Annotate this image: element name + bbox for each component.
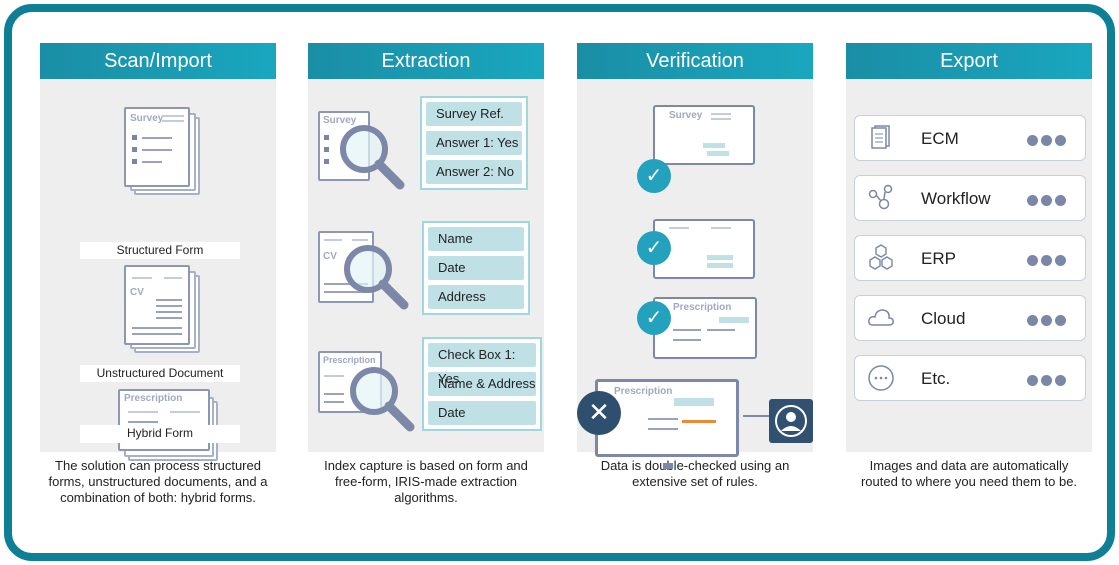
monitor-stand xyxy=(663,463,673,469)
column-panel: Survey Structured Form CV xyxy=(40,79,276,461)
column-title: Export xyxy=(846,43,1092,79)
doc-title: Prescription xyxy=(614,386,673,397)
more-icon[interactable] xyxy=(1027,133,1069,146)
ellipsis-icon xyxy=(868,365,894,391)
magnifier-icon xyxy=(344,245,409,310)
export-item-etc[interactable]: Etc. xyxy=(854,355,1086,401)
column-panel: Survey Survey Ref. Answer 1: Yes Answer … xyxy=(308,79,544,452)
column-description: The solution can process structured form… xyxy=(48,458,268,505)
doc-title: Prescription xyxy=(323,355,376,365)
verified-card-survey: Survey xyxy=(653,105,755,165)
doc-title: Prescription xyxy=(124,393,183,404)
check-icon: ✓ xyxy=(637,301,671,335)
cloud-icon xyxy=(868,309,894,326)
column-description: Images and data are automatically routed… xyxy=(860,458,1078,489)
doc-title: Survey xyxy=(130,113,164,124)
doc-label-structured: Structured Form xyxy=(80,242,240,259)
field-item: Date xyxy=(428,401,536,425)
magnifier-icon xyxy=(340,125,405,190)
export-item-cloud[interactable]: Cloud xyxy=(854,295,1086,341)
field-item: Name & Address xyxy=(428,372,536,396)
column-verification: Verification Survey ✓ ✓ Prescription ✓ P xyxy=(577,43,813,490)
field-item: Survey Ref. xyxy=(426,102,522,126)
column-extraction: Extraction Survey Survey Ref. Answer 1: … xyxy=(308,43,544,506)
workflow-icon xyxy=(868,184,893,210)
x-icon: ✕ xyxy=(577,391,621,435)
doc-title: Survey xyxy=(669,110,703,121)
export-label: ECM xyxy=(921,129,959,148)
column-export: Export ECM Workflow xyxy=(846,43,1092,490)
export-label: Cloud xyxy=(921,309,966,328)
field-item: Address xyxy=(428,285,524,309)
export-label: Workflow xyxy=(921,189,991,208)
column-title: Verification xyxy=(577,43,813,79)
verified-card-prescription: Prescription xyxy=(653,297,757,359)
check-icon: ✓ xyxy=(637,231,671,265)
documents-icon xyxy=(871,125,890,149)
doc-title: Prescription xyxy=(673,302,732,313)
check-icon: ✓ xyxy=(637,159,671,193)
doc-title: CV xyxy=(323,251,337,262)
more-icon[interactable] xyxy=(1027,193,1069,206)
doc-title: Survey xyxy=(323,115,357,126)
doc-label-hybrid: Hybrid Form xyxy=(80,425,240,443)
more-icon[interactable] xyxy=(1027,373,1069,386)
doc-label-unstructured: Unstructured Document xyxy=(80,365,240,382)
user-avatar-icon xyxy=(769,399,813,443)
field-item: Check Box 1: Yes xyxy=(428,343,536,386)
export-label: ERP xyxy=(921,249,956,268)
column-description: Data is double-checked using an extensiv… xyxy=(600,458,790,489)
export-item-erp[interactable]: ERP xyxy=(854,235,1086,281)
column-panel: Survey ✓ ✓ Prescription ✓ Prescription xyxy=(577,79,813,469)
field-item: Answer 2: No xyxy=(426,160,522,184)
doc-title: CV xyxy=(130,287,144,298)
column-title: Scan/Import xyxy=(40,43,276,79)
more-icon[interactable] xyxy=(1027,253,1069,266)
magnifier-icon xyxy=(350,367,415,432)
export-item-ecm[interactable]: ECM xyxy=(854,115,1086,161)
column-description: Index capture is based on form and free-… xyxy=(324,458,528,505)
extracted-fields: Check Box 1: Yes Name & Address Date xyxy=(422,337,542,431)
field-item: Date xyxy=(428,256,524,280)
extracted-fields: Name Date Address xyxy=(422,221,530,315)
column-title: Extraction xyxy=(308,43,544,79)
more-icon[interactable] xyxy=(1027,313,1069,326)
export-label: Etc. xyxy=(921,369,951,388)
column-scan-import: Scan/Import Survey Structured Form CV xyxy=(40,43,276,506)
hexagons-icon xyxy=(869,244,893,270)
export-item-workflow[interactable]: Workflow xyxy=(854,175,1086,221)
column-panel: ECM Workflow ERP xyxy=(846,79,1092,452)
extracted-fields: Survey Ref. Answer 1: Yes Answer 2: No xyxy=(420,96,528,190)
field-item: Name xyxy=(428,227,524,251)
field-item: Answer 1: Yes xyxy=(426,131,522,155)
